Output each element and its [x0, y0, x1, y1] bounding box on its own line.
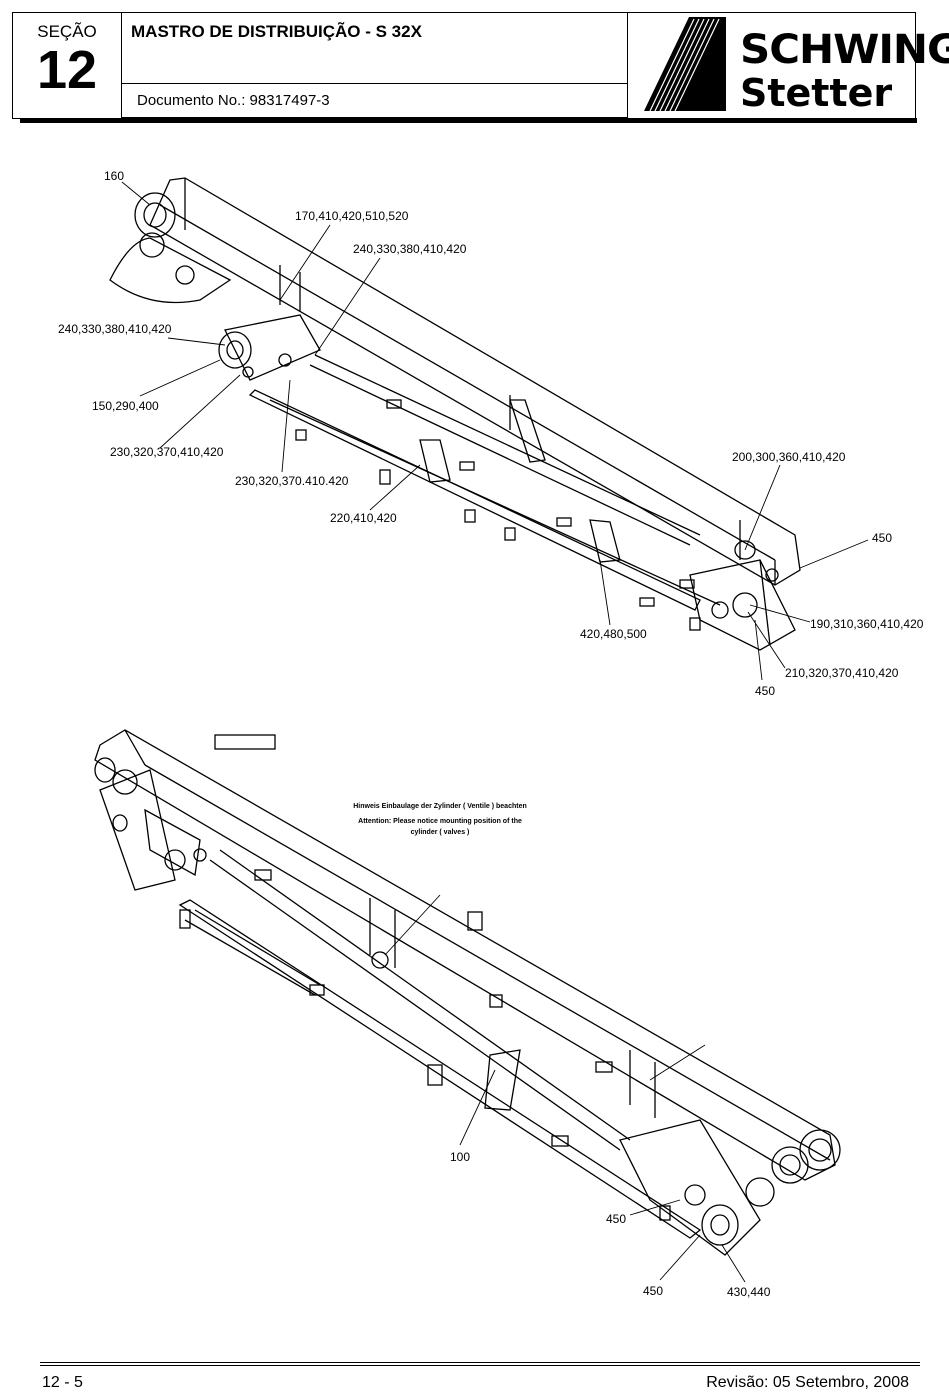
callout-230-left: 230,320,370,410,420	[110, 445, 224, 459]
logo-wordmark-schwing: SCHWING	[740, 27, 949, 73]
callout-160: 160	[104, 169, 124, 183]
document-title: MASTRO DE DISTRIBUIÇÃO - S 32X	[131, 22, 422, 41]
callout-240-upper: 240,330,380,410,420	[353, 242, 467, 256]
footer-rule	[40, 1362, 920, 1363]
callout-450-bottom: 450	[755, 684, 775, 698]
mounting-note-line-3: cylinder ( valves )	[411, 829, 470, 836]
title-box: MASTRO DE DISTRIBUIÇÃO - S 32X	[121, 12, 628, 84]
section-box: SEÇÃO 12	[12, 12, 122, 119]
header-rule	[20, 118, 917, 123]
callout-170: 170,410,420,510,520	[295, 209, 409, 223]
logo-wordmark-stetter: Stetter	[740, 71, 893, 115]
document-header: SEÇÃO 12 MASTRO DE DISTRIBUIÇÃO - S 32X …	[12, 12, 949, 123]
callout-450-mid: 450	[606, 1212, 626, 1226]
callout-210: 210,320,370,410,420	[785, 666, 899, 680]
exploded-view-drawing: 160 170,410,420,510,520 240,330,380,410,…	[58, 169, 924, 1299]
callout-240-left: 240,330,380,410,420	[58, 322, 172, 336]
callout-100: 100	[450, 1150, 470, 1164]
revision-date: Revisão: 05 Setembro, 2008	[706, 1374, 909, 1391]
document-number: Documento No.: 98317497-3	[137, 92, 330, 109]
boom-2-illustration	[94, 729, 841, 1256]
callout-190: 190,310,360,410,420	[810, 617, 924, 631]
footer-rule-secondary	[40, 1365, 920, 1366]
boom-1-illustration	[109, 177, 801, 651]
company-logo: SCHWING Stetter	[628, 12, 949, 119]
drawing-2-leaders	[384, 894, 746, 1283]
callout-220: 220,410,420	[330, 511, 397, 525]
callout-200: 200,300,360,410,420	[732, 450, 846, 464]
mounting-note-line-2: Attention: Please notice mounting positi…	[358, 818, 522, 825]
section-number: 12	[36, 40, 98, 100]
page-number: 12 - 5	[42, 1374, 83, 1391]
section-label: SEÇÃO	[37, 22, 97, 41]
callout-450-lower: 450	[643, 1284, 663, 1298]
callout-150: 150,290,400	[92, 399, 159, 413]
logo-stripes-icon	[644, 17, 726, 112]
document-number-box: Documento No.: 98317497-3	[121, 83, 628, 118]
drawing-1-leaders	[121, 181, 869, 681]
callout-450-right: 450	[872, 531, 892, 545]
callout-230-center: 230,320,370.410.420	[235, 474, 349, 488]
mounting-note-line-1: Hinweis Einbaulage der Zylinder ( Ventil…	[353, 803, 527, 810]
callout-420: 420,480,500	[580, 627, 647, 641]
callout-430: 430,440	[727, 1285, 771, 1299]
